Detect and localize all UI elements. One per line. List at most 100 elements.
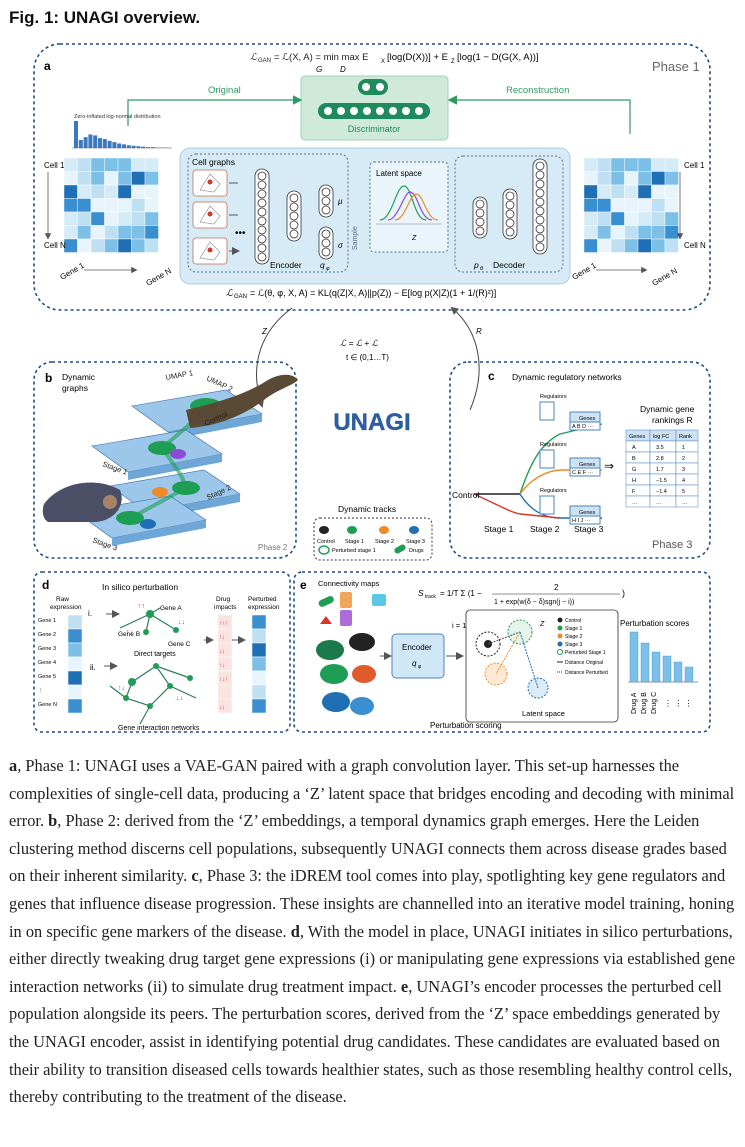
encoder-network (254, 168, 334, 265)
histogram-bar (141, 146, 146, 148)
heatmap-cell (664, 198, 679, 213)
svg-text:A B D ···: A B D ··· (572, 424, 593, 430)
heatmap-cell (597, 225, 612, 240)
heatmap-cell (651, 198, 666, 213)
gene-n-label: Gene N (145, 266, 174, 288)
neuron (321, 238, 331, 248)
svg-text:G: G (316, 65, 322, 74)
heatmap-cell (77, 211, 92, 226)
sample-label: Sample (352, 226, 359, 250)
heatmap-cell (651, 238, 666, 253)
heatmap-cell (610, 238, 625, 253)
svg-text:2: 2 (554, 583, 559, 592)
gan-loss-rhs: = ℒ(X, A) = min max E (274, 52, 368, 63)
panel-c-label: c (488, 369, 495, 383)
table-cell (649, 495, 677, 508)
original-arrow (127, 95, 303, 126)
latent-space-box (369, 161, 449, 253)
drug-markers: ↑↑↓↓↑↓ ↑↓↓↑↓ (118, 603, 185, 702)
gene-label: Gene 3 (38, 646, 56, 652)
svg-text:Z: Z (451, 59, 455, 65)
neuron (257, 171, 267, 181)
neuron (475, 208, 485, 218)
score-formula-lhs: S (418, 588, 424, 598)
neuron (535, 233, 545, 243)
heatmap-cell (583, 211, 598, 226)
svg-text:Drugs: Drugs (409, 548, 424, 554)
heatmap-cell (117, 171, 132, 186)
heatmap-cell (597, 198, 612, 213)
table-cell (675, 451, 699, 464)
gene-label: Gene 1 (38, 618, 56, 624)
neuron (505, 209, 515, 219)
gene-1-label: Gene 1 (59, 261, 87, 282)
svg-text:Stage 1: Stage 1 (484, 524, 514, 534)
regulator-gene-boxes: Regulators Genes A B D ··· Regulators Ge… (539, 394, 601, 525)
svg-text:Regulators: Regulators (540, 394, 567, 400)
heatmap-cell (144, 225, 159, 240)
score-bar (629, 631, 639, 683)
histogram-bar (98, 138, 102, 148)
svg-text:↓↓: ↓↓ (176, 695, 183, 702)
encoder-box-q: q (412, 659, 417, 668)
expression-cell (67, 670, 83, 686)
heatmap-cell (651, 157, 666, 172)
heatmap-cell (63, 225, 78, 240)
neuron (505, 191, 515, 201)
caption-panel-label: b (48, 811, 58, 831)
heatmap-cell (624, 198, 639, 213)
table-header-text: log FC (653, 434, 669, 440)
impact-arrow: ↑↑↑ (219, 621, 228, 627)
svg-text:Perturbed stage 1: Perturbed stage 1 (332, 548, 376, 554)
heatmap-cell (144, 171, 159, 186)
neuron (535, 170, 545, 180)
score-formula-body: = 1/T Σ (1 − (440, 589, 482, 598)
e-z-label: Z (539, 621, 545, 628)
histogram-bar (93, 135, 98, 148)
heatmap-cell (131, 198, 146, 213)
svg-text:Genes: Genes (579, 510, 595, 516)
dynamic-graphs-label-2: graphs (62, 383, 88, 393)
svg-text:Genes: Genes (579, 416, 595, 422)
dynamic-tracks-title: Dynamic tracks (338, 504, 396, 514)
heatmap-cell (651, 225, 666, 240)
heatmap-cell (63, 171, 78, 186)
histogram-bar (88, 134, 93, 148)
expression-cell (217, 684, 233, 700)
heatmap-cell (77, 198, 92, 213)
neuron (257, 243, 267, 253)
caption-text: , With the model in place, UNAGI initiat… (9, 921, 736, 996)
figure-title: Fig. 1: UNAGI overview. (9, 8, 201, 27)
panel-d-label: d (42, 578, 49, 592)
neuron (535, 197, 545, 207)
heatmap-cell (131, 184, 146, 199)
table-cell-text: −1.5 (656, 478, 667, 484)
table-cell-text: G (632, 467, 636, 473)
neuron (475, 226, 485, 236)
center-loss: ℒ = ℒ + ℒ (340, 338, 379, 348)
gene-network (109, 607, 197, 725)
histogram-bar (131, 145, 136, 148)
svg-text:Stage 2: Stage 2 (530, 524, 560, 534)
heatmap-cell (63, 198, 78, 213)
reconstruction-arrow (447, 95, 631, 134)
neuron (505, 218, 515, 228)
perturbation-scoring-label: Perturbation scoring (430, 721, 502, 730)
raw-expression-2: expression (50, 604, 82, 611)
gan-loss-rhs2: [log(D(X))] + E (387, 52, 448, 63)
expression-cell (67, 698, 83, 714)
svg-text:Regulators: Regulators (540, 488, 567, 494)
panel-d-frame (33, 571, 291, 733)
table-cell (675, 473, 699, 486)
heatmap-cell (90, 211, 105, 226)
heatmap-cell (597, 157, 612, 172)
heatmap-cell (664, 238, 679, 253)
heatmap-cell (610, 198, 625, 213)
roman-ii: ii. (90, 663, 96, 672)
expression-cell (67, 614, 83, 630)
neuron (257, 225, 267, 235)
heatmap-cell (144, 157, 159, 172)
table-cell-text: 4 (682, 478, 685, 484)
heatmap-cell (104, 184, 119, 199)
